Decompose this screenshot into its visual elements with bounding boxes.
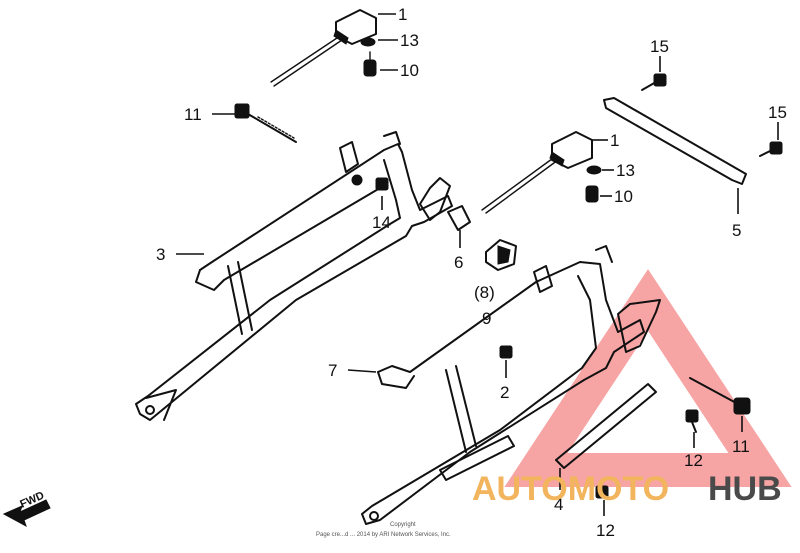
bolt-14 bbox=[351, 174, 389, 191]
callout-11-lower: 11 bbox=[732, 437, 750, 456]
bar-4 bbox=[555, 383, 657, 469]
footpeg-rubber-upper bbox=[270, 9, 377, 87]
copyright-line2: Page cre...d ... 2014 by ARI Network Ser… bbox=[316, 532, 451, 538]
callout-15-right: 15 bbox=[768, 103, 787, 122]
bolt-10-lower bbox=[585, 185, 599, 203]
bracket-6 bbox=[447, 205, 471, 231]
copyright-line1: Copyright bbox=[390, 522, 416, 528]
callout-2: 2 bbox=[500, 383, 509, 402]
watermark-logo: AUTOMOTO HUB bbox=[472, 470, 782, 508]
callout-10-upper: 10 bbox=[400, 61, 419, 80]
callout-5: 5 bbox=[732, 221, 741, 240]
bolt-11-lower bbox=[689, 377, 751, 415]
footpeg-rubber-lower bbox=[481, 131, 593, 214]
bolt-12-upper bbox=[685, 409, 699, 433]
callout-1-lower: 1 bbox=[610, 131, 619, 150]
callout-11-upper: 11 bbox=[184, 105, 202, 124]
collar-13-upper bbox=[360, 37, 376, 47]
callout-8: (8) bbox=[474, 283, 495, 302]
bolt-2 bbox=[499, 345, 513, 359]
callout-6: 6 bbox=[454, 253, 463, 272]
step-bracket-right bbox=[361, 245, 661, 525]
bolt-15-left bbox=[641, 73, 667, 91]
bolt-10-upper bbox=[363, 51, 377, 77]
callout-1-upper: 1 bbox=[398, 5, 407, 24]
callout-10-lower: 10 bbox=[614, 187, 633, 206]
callouts: 1 13 10 11 14 3 15 15 1 13 10 5 6 (8) 9 … bbox=[156, 5, 787, 540]
callout-7: 7 bbox=[328, 361, 337, 380]
leader-lines bbox=[176, 13, 779, 516]
rubber-9 bbox=[485, 239, 517, 271]
callout-12-lower: 12 bbox=[596, 521, 615, 540]
callout-9: 9 bbox=[482, 309, 491, 328]
bolt-15-right bbox=[759, 141, 783, 157]
callout-12-upper: 12 bbox=[684, 451, 703, 470]
collar-13-lower bbox=[586, 165, 602, 175]
bolt-11-upper bbox=[234, 103, 297, 143]
callout-3: 3 bbox=[156, 245, 165, 264]
callout-13-upper: 13 bbox=[400, 31, 419, 50]
step-bracket-left bbox=[135, 131, 453, 421]
fwd-direction-arrow: FWD bbox=[2, 490, 51, 528]
copyright-notice: Copyright Page cre...d ... 2014 by ARI N… bbox=[316, 522, 451, 538]
callout-15-left: 15 bbox=[650, 37, 669, 56]
watermark-text-part1: AUTOMOTO bbox=[472, 470, 669, 508]
bolt-12-lower bbox=[595, 485, 609, 499]
callout-4: 4 bbox=[554, 495, 563, 514]
stay-bar-5 bbox=[603, 97, 747, 185]
callout-14: 14 bbox=[372, 213, 391, 232]
callout-13-lower: 13 bbox=[616, 161, 635, 180]
watermark-text-part2: HUB bbox=[708, 470, 782, 508]
